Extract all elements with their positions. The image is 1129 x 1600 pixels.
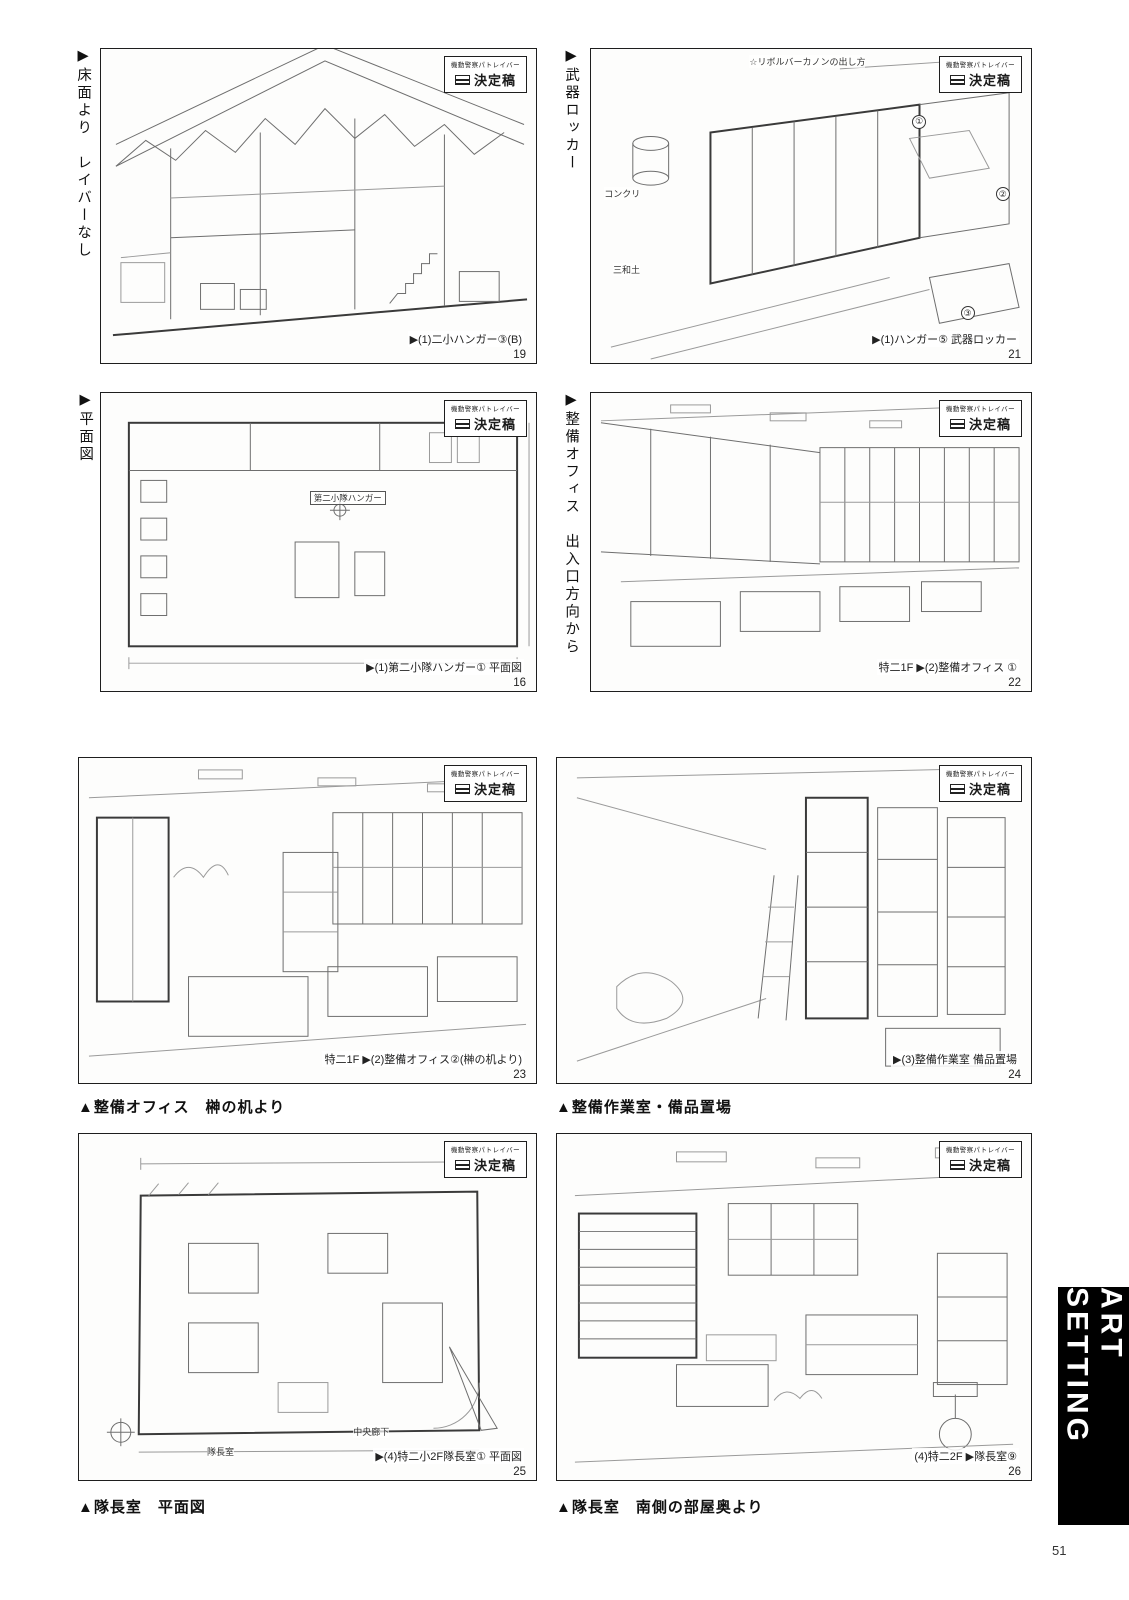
panel-side-label-floor-plan: ▶平面図 xyxy=(77,392,94,464)
panel-captain-room-interior: 機動警察パトレイバー 決定稿 (4)特二2F ▶隊長室⑨ 26 xyxy=(556,1133,1032,1481)
panel-number: 24 xyxy=(1008,1069,1021,1081)
captain-room-plan-line-art xyxy=(106,1155,498,1453)
approval-stamp: 機動警察パトレイバー 決定稿 xyxy=(443,400,527,437)
stamp-logo-icon xyxy=(454,418,470,429)
stamp-label-text: 決定稿 xyxy=(473,782,516,797)
floor-plan-line-art xyxy=(127,421,530,670)
figure-caption-captain-plan: ▲隊長室 平面図 xyxy=(78,1499,206,1516)
approval-stamp: 機動警察パトレイバー 決定稿 xyxy=(443,56,527,93)
stamp-logo-icon xyxy=(454,74,470,85)
stamp-logo-icon xyxy=(949,783,965,794)
stamp-label-text: 決定稿 xyxy=(968,417,1011,432)
panel-caption: ▶(1)二小ハンガー③(B) xyxy=(407,331,524,347)
art-setting-sidebar: ART SETTING xyxy=(1058,1287,1129,1525)
annotation-captain-room-label: 隊長室 xyxy=(206,1445,234,1459)
panel-caption: (4)特二2F ▶隊長室⑨ xyxy=(912,1448,1019,1464)
annotation-hangar-room-label: 第二小隊ハンガー xyxy=(309,491,386,506)
panel-storage-shelves: 機動警察パトレイバー 決定稿 ▶(3)整備作業室 備品置場 24 xyxy=(556,757,1032,1084)
stamp-label-text: 決定稿 xyxy=(968,782,1011,797)
panel-hangar-interior: 機動警察パトレイバー 決定稿 ▶(1)二小ハンガー③(B) 19 xyxy=(100,48,537,364)
stamp-series-text: 機動警察パトレイバー xyxy=(945,771,1015,778)
panel-number: 23 xyxy=(513,1069,526,1081)
stamp-logo-icon xyxy=(454,783,470,794)
stamp-label-text: 決定稿 xyxy=(473,417,516,432)
annotation-central-corridor: 中央廊下 xyxy=(353,1424,390,1438)
panel-number: 21 xyxy=(1008,349,1021,361)
office-from-desk-line-art xyxy=(88,769,527,1057)
stamp-logo-icon xyxy=(949,74,965,85)
stamp-label-text: 決定稿 xyxy=(968,1158,1011,1173)
approval-stamp: 機動警察パトレイバー 決定稿 xyxy=(938,1141,1022,1178)
panel-maintenance-office: 機動警察パトレイバー 決定稿 特二1F ▶(2)整備オフィス ① 22 xyxy=(590,392,1032,692)
stamp-logo-icon xyxy=(454,1159,470,1170)
art-setting-title: ART SETTING xyxy=(1060,1287,1128,1446)
captain-room-interior-line-art xyxy=(574,1147,1014,1463)
panel-side-label-maintenance-office: ▶整備オフィス 出入口方向から xyxy=(563,392,580,656)
stamp-series-text: 機動警察パトレイバー xyxy=(450,1147,520,1154)
stamp-logo-icon xyxy=(949,1159,965,1170)
stamp-series-text: 機動警察パトレイバー xyxy=(450,62,520,69)
annotation-step2: ② xyxy=(995,187,1010,202)
stamp-label-text: 決定稿 xyxy=(473,73,516,88)
approval-stamp: 機動警察パトレイバー 決定稿 xyxy=(938,400,1022,437)
stamp-label-text: 決定稿 xyxy=(968,73,1011,88)
stamp-series-text: 機動警察パトレイバー xyxy=(945,62,1015,69)
panel-captain-room-plan: 機動警察パトレイバー 決定稿 中央廊下 隊長室 ▶(4)特二小2F隊長室① 平面… xyxy=(78,1133,537,1481)
annotation-concrete: コンクリ xyxy=(604,187,641,201)
stamp-label-text: 決定稿 xyxy=(473,1158,516,1173)
panel-caption: ▶(1)第二小隊ハンガー① 平面図 xyxy=(364,659,524,675)
stamp-series-text: 機動警察パトレイバー xyxy=(450,406,520,413)
stamp-series-text: 機動警察パトレイバー xyxy=(450,771,520,778)
stamp-logo-icon xyxy=(949,418,965,429)
approval-stamp: 機動警察パトレイバー 決定稿 xyxy=(938,765,1022,802)
figure-caption-office: ▲整備オフィス 榊の机より xyxy=(78,1099,286,1116)
stamp-series-text: 機動警察パトレイバー xyxy=(945,406,1015,413)
storage-shelves-line-art xyxy=(576,767,1012,1067)
panel-weapon-locker: 機動警察パトレイバー 決定稿 ☆リボルバーカノンの出し方 コンクリ 三和土 ① … xyxy=(590,48,1032,364)
panel-number: 26 xyxy=(1008,1466,1021,1478)
panel-caption: ▶(3)整備作業室 備品置場 xyxy=(891,1051,1019,1067)
panel-caption: ▶(1)ハンガー⑤ 武器ロッカー xyxy=(870,331,1019,347)
page-number: 51 xyxy=(1052,1543,1067,1558)
annotation-step3: ③ xyxy=(960,306,975,321)
panel-number: 25 xyxy=(513,1466,526,1478)
stamp-series-text: 機動警察パトレイバー xyxy=(945,1147,1015,1154)
panel-caption: 特二1F ▶(2)整備オフィス ① xyxy=(876,659,1019,675)
panel-number: 22 xyxy=(1008,677,1021,689)
maintenance-office-line-art xyxy=(600,404,1020,647)
panel-side-label-weapon-locker: ▶武器ロッカー xyxy=(563,48,580,172)
approval-stamp: 機動警察パトレイバー 決定稿 xyxy=(938,56,1022,93)
annotation-step1: ① xyxy=(912,114,927,129)
annotation-locker-howto: ☆リボルバーカノンの出し方 xyxy=(749,55,866,69)
hangar-interior-line-art xyxy=(112,49,528,337)
panel-office-from-desk: 機動警察パトレイバー 決定稿 特二1F ▶(2)整備オフィス②(榊の机より) 2… xyxy=(78,757,537,1084)
annotation-tataki: 三和土 xyxy=(613,262,641,276)
panel-number: 16 xyxy=(513,677,526,689)
approval-stamp: 機動警察パトレイバー 決定稿 xyxy=(443,765,527,802)
panel-hangar-floor-plan: 機動警察パトレイバー 決定稿 第二小隊ハンガー ▶(1)第二小隊ハンガー① 平面… xyxy=(100,392,537,692)
figure-caption-captain-interior: ▲隊長室 南側の部屋奥より xyxy=(556,1499,764,1516)
approval-stamp: 機動警察パトレイバー 決定稿 xyxy=(443,1141,527,1178)
panel-caption: 特二1F ▶(2)整備オフィス②(榊の机より) xyxy=(322,1051,524,1067)
panel-caption: ▶(4)特二小2F隊長室① 平面図 xyxy=(373,1448,524,1464)
figure-caption-storage: ▲整備作業室・備品置場 xyxy=(556,1099,732,1116)
panel-side-label-hangar: ▶床面より レイバーなし xyxy=(75,48,92,260)
panel-number: 19 xyxy=(513,349,526,361)
